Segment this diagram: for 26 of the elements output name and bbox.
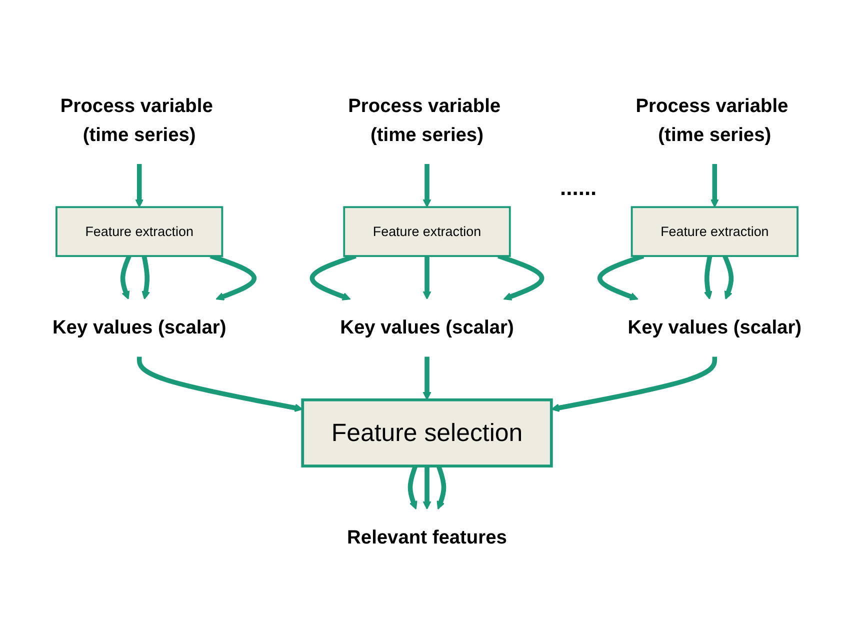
node-text: Process variable (time series) [60,96,213,146]
arrow [135,164,144,208]
node-text: Process variable (time series) [348,96,501,146]
arrow [710,164,719,208]
node-box [56,206,224,257]
arrow [422,164,432,208]
node-box [301,398,553,468]
arrow [422,356,432,400]
arrow [408,465,418,510]
node-text: Key values (scalar) [52,317,226,338]
arrow [422,256,432,300]
node-text: Relevant features [347,527,507,548]
node-text: Key values (scalar) [340,317,514,338]
node-box [630,206,798,257]
node-box [343,206,511,257]
ellipsis-text: ...... [560,175,597,200]
node-text: Key values (scalar) [628,317,802,338]
arrow [436,465,446,510]
arrow [722,254,734,300]
arrow [142,255,150,300]
arrow [422,466,432,510]
arrow [551,356,718,412]
arrow [120,254,132,300]
node-text: Process variable (time series) [636,96,788,146]
arrow [704,255,712,300]
arrow [136,356,303,412]
